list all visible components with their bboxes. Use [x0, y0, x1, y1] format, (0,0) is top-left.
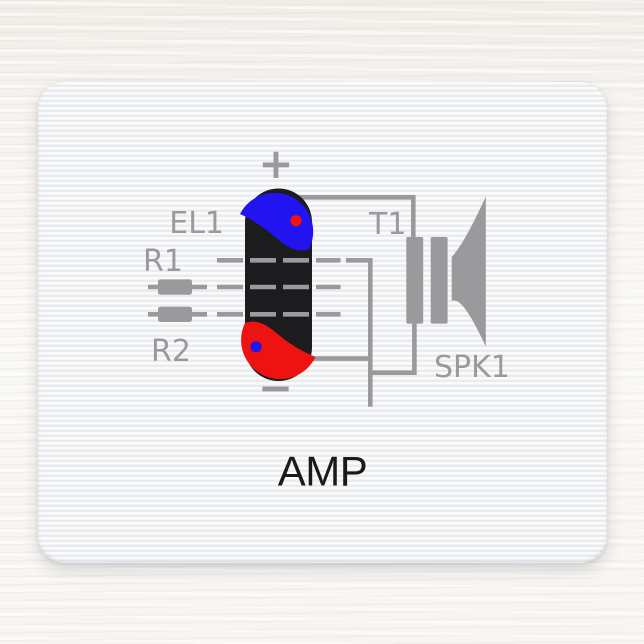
minus-symbol: − [258, 363, 293, 412]
design-title: AMP [278, 448, 368, 495]
transformer-symbol [406, 237, 448, 324]
transformer-return-wire [368, 318, 417, 375]
speaker-label: SPK1 [434, 350, 510, 385]
vacuum-tube-symbol [240, 188, 316, 381]
transformer-label: T1 [368, 207, 406, 242]
tube-bottom-red [241, 321, 316, 380]
resistor-r1-symbol [148, 279, 207, 295]
resistor-r2-symbol [148, 306, 207, 322]
resistor-r1-body [158, 279, 192, 295]
polarity-symbols: + − [258, 139, 294, 412]
grid-drop-wire [346, 258, 373, 407]
tube-top-blue [240, 192, 314, 251]
anode-wire [293, 195, 416, 240]
circuit-wires [293, 195, 417, 407]
tube-top-red-dot [290, 215, 302, 227]
mousepad [38, 82, 607, 563]
resistor-bottom-label: R2 [151, 334, 191, 369]
resistor-top-label: R1 [143, 244, 183, 279]
component-labels: EL1 R1 R2 T1 SPK1 [143, 206, 510, 385]
tube-bottom-blue-dot [250, 341, 262, 353]
resistor-r2-body [158, 306, 192, 322]
transformer-primary-bar [406, 237, 424, 324]
speaker-horn [451, 196, 486, 347]
tube-label: EL1 [169, 206, 224, 241]
plus-symbol: + [258, 139, 293, 188]
transformer-secondary-bar [430, 237, 448, 324]
tube-grid-dashes [217, 257, 341, 317]
